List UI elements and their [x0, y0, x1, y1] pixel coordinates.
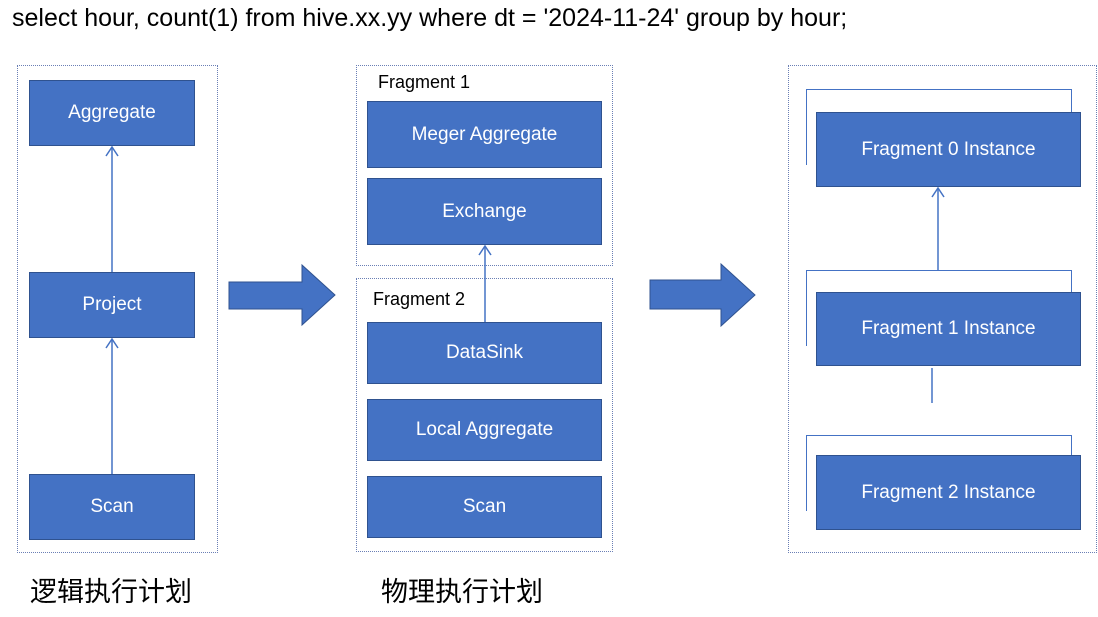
local-aggregate-node: Local Aggregate	[367, 399, 602, 461]
physical-plan-caption: 物理执行计划	[381, 577, 543, 608]
fragment-0-instance: Fragment 0 Instance	[816, 112, 1081, 187]
arrow-scan-to-project	[105, 337, 119, 474]
logical-plan-caption: 逻辑执行计划	[30, 577, 192, 608]
sql-query-text: select hour, count(1) from hive.xx.yy wh…	[12, 4, 848, 32]
physical-scan-node: Scan	[367, 476, 602, 538]
fragment-2-instance: Fragment 2 Instance	[816, 455, 1081, 530]
fragment-2-label: Fragment 2	[373, 289, 466, 309]
arrow-datasink-to-exchange	[478, 244, 492, 322]
logical-aggregate-node: Aggregate	[29, 80, 195, 146]
logical-project-node: Project	[29, 272, 195, 338]
merge-aggregate-node: Meger Aggregate	[367, 101, 602, 168]
instances-panel	[788, 65, 1097, 553]
exchange-node: Exchange	[367, 178, 602, 245]
fragment-1-label: Fragment 1	[378, 72, 471, 92]
logical-plan-panel	[17, 65, 218, 553]
big-arrow-logical-to-physical	[228, 263, 336, 327]
fragment-1-instance: Fragment 1 Instance	[816, 292, 1081, 366]
datasink-node: DataSink	[367, 322, 602, 384]
arrow-project-to-aggregate	[105, 145, 119, 272]
big-arrow-physical-to-instances	[649, 262, 756, 328]
arrow-fragment1-to-fragment0	[931, 186, 945, 270]
logical-scan-node: Scan	[29, 474, 195, 540]
